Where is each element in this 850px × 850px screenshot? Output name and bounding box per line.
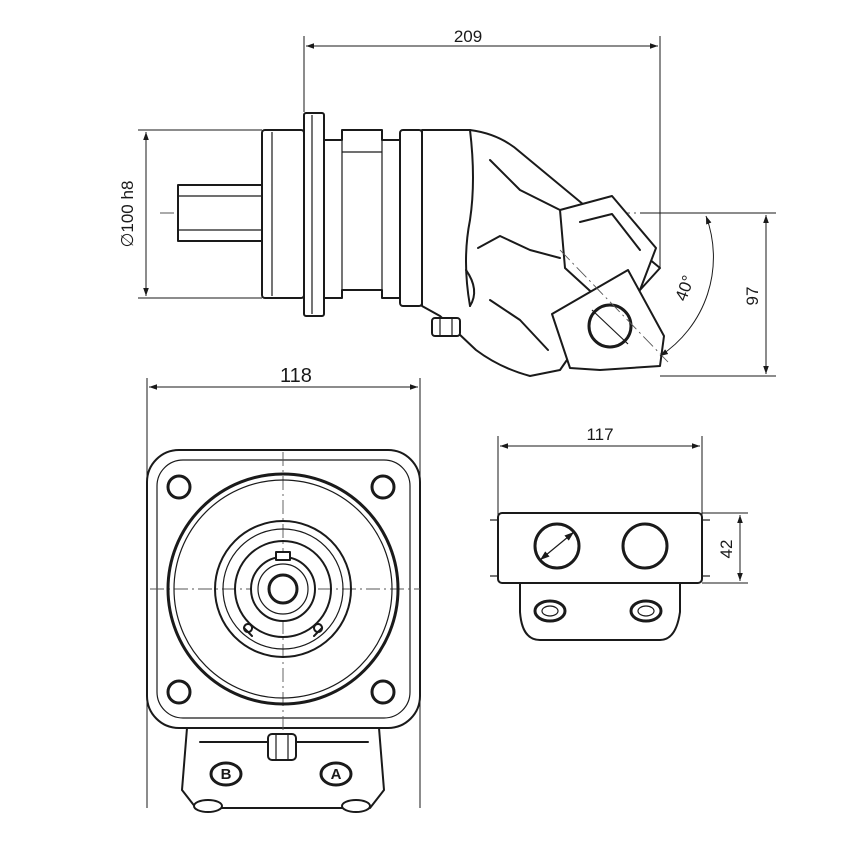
port-bore bbox=[587, 303, 633, 349]
shaft-key bbox=[275, 551, 291, 561]
dimension-port-width-label: 117 bbox=[586, 425, 613, 444]
drive-shaft bbox=[177, 184, 263, 242]
seal-ring bbox=[214, 520, 352, 658]
port-block bbox=[551, 269, 665, 371]
port-a-label: A bbox=[331, 766, 342, 783]
side-view: 209 ∅100 h8 97 40° bbox=[118, 27, 776, 377]
port-plate-view: 117 42 bbox=[490, 425, 748, 641]
shaft-center-bore bbox=[267, 573, 299, 605]
port-a-boss bbox=[319, 761, 353, 787]
angle-label: 40° bbox=[672, 273, 699, 304]
shaft-end bbox=[250, 556, 316, 622]
bolt-holes bbox=[166, 474, 396, 705]
port-b-label: B bbox=[221, 766, 232, 783]
dimension-height-label: 97 bbox=[743, 287, 762, 306]
dimension-diameter-label: ∅100 h8 bbox=[118, 181, 137, 248]
port-plate-boss bbox=[519, 581, 681, 641]
port-b-boss bbox=[209, 761, 243, 787]
port-plate bbox=[497, 512, 703, 584]
port-hole-right bbox=[621, 522, 669, 570]
port-hole-left bbox=[533, 522, 581, 570]
angle-arc bbox=[659, 215, 714, 357]
dimension-flange-width-label: 118 bbox=[280, 365, 312, 387]
bearing-housing bbox=[323, 129, 401, 299]
rear-ring bbox=[399, 129, 423, 307]
front-plug bbox=[267, 733, 297, 761]
front-view: 118 B A bbox=[146, 365, 421, 813]
pilot-ring-outer bbox=[166, 472, 400, 706]
dimension-length-label: 209 bbox=[454, 27, 482, 46]
mounting-flange bbox=[303, 112, 325, 317]
pilot-spigot bbox=[261, 129, 305, 299]
drain-plug bbox=[431, 317, 461, 337]
dimension-port-height-label: 42 bbox=[717, 540, 736, 559]
